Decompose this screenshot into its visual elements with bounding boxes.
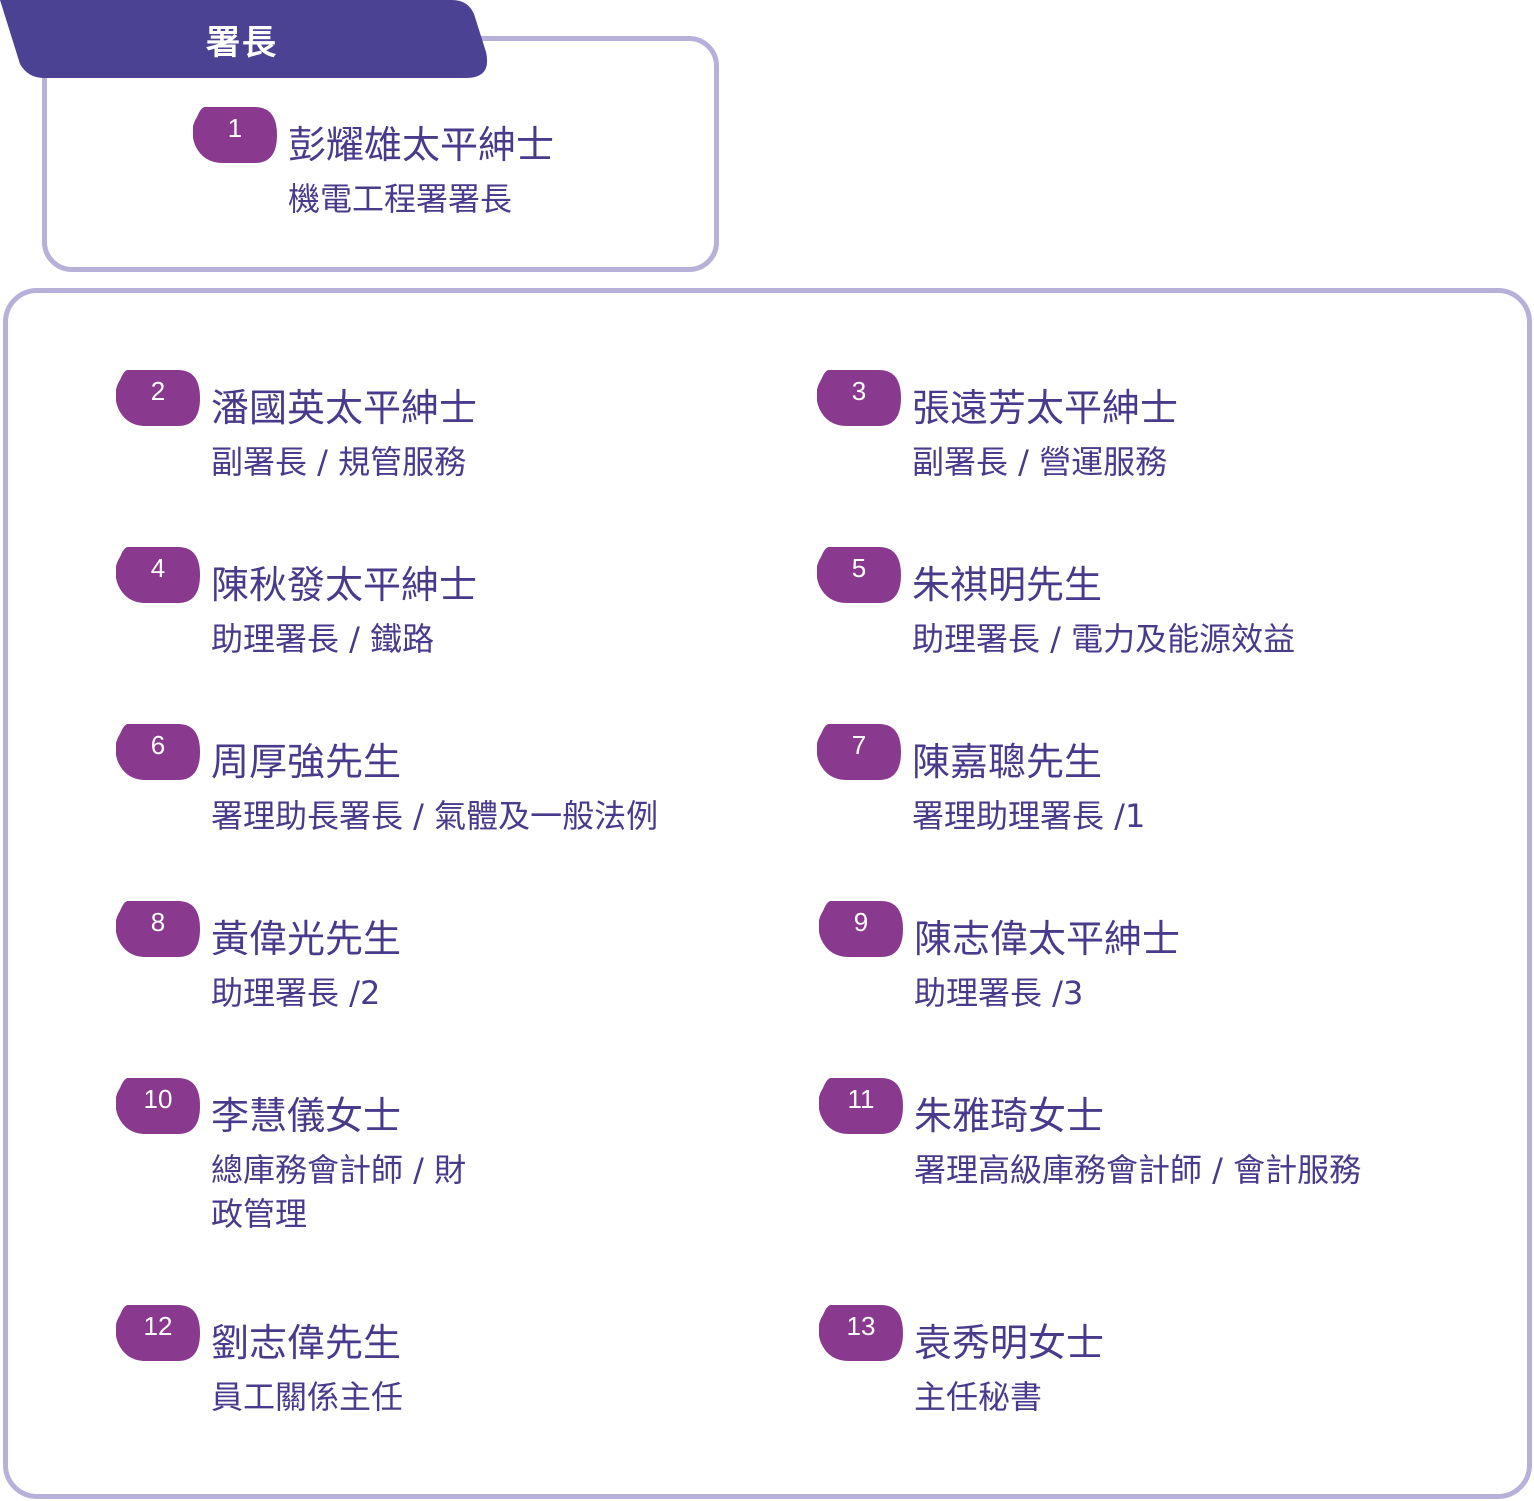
director-tab: 署長	[0, 0, 490, 80]
number-badge: 10	[116, 1078, 200, 1134]
badge-number: 8	[150, 907, 166, 937]
number-badge: 9	[819, 901, 903, 957]
person-name: 陳秋發太平紳士	[211, 563, 478, 607]
person-title: 員工關係主任	[211, 1378, 404, 1416]
person-name: 朱祺明先生	[912, 563, 1103, 607]
person-name: 朱雅琦女士	[914, 1094, 1105, 1138]
person-title: 署理高級庫務會計師 / 會計服務	[914, 1151, 1362, 1189]
person-title: 主任秘書	[914, 1378, 1043, 1416]
person-title: 助理署長 / 電力及能源效益	[912, 620, 1296, 658]
badge-number: 12	[143, 1311, 173, 1341]
number-badge: 11	[819, 1078, 903, 1134]
person-name: 李慧儀女士	[211, 1094, 402, 1138]
person-name: 彭耀雄太平紳士	[288, 123, 555, 167]
person-name: 陳志偉太平紳士	[914, 917, 1181, 961]
person-title: 助理署長 /2	[211, 974, 381, 1012]
badge-number: 2	[150, 376, 166, 406]
person-name: 劉志偉先生	[211, 1321, 402, 1365]
team-box	[3, 288, 1532, 1499]
number-badge: 6	[116, 724, 200, 780]
number-badge: 3	[817, 370, 901, 426]
badge-number: 13	[846, 1311, 876, 1341]
badge-number: 5	[851, 553, 867, 583]
badge-number: 4	[150, 553, 166, 583]
number-badge: 2	[116, 370, 200, 426]
badge-number: 10	[143, 1084, 173, 1114]
person-name: 周厚強先生	[211, 740, 402, 784]
number-badge: 12	[116, 1305, 200, 1361]
badge-number: 6	[150, 730, 166, 760]
number-badge: 13	[819, 1305, 903, 1361]
person-title: 助理署長 /3	[914, 974, 1084, 1012]
person-title: 機電工程署署長	[288, 180, 513, 218]
person-title: 副署長 / 規管服務	[211, 443, 467, 481]
person-title: 署理助理署長 /1	[912, 797, 1146, 835]
badge-number: 9	[853, 907, 869, 937]
person-title: 助理署長 / 鐵路	[211, 620, 435, 658]
person-name: 袁秀明女士	[914, 1321, 1105, 1365]
person-name: 黃偉光先生	[211, 917, 402, 961]
director-tab-label: 署長	[206, 23, 278, 63]
badge-number: 7	[851, 730, 867, 760]
number-badge: 4	[116, 547, 200, 603]
number-badge: 5	[817, 547, 901, 603]
badge-number: 1	[227, 113, 243, 143]
person-name: 陳嘉聰先生	[912, 740, 1103, 784]
number-badge: 7	[817, 724, 901, 780]
number-badge: 8	[116, 901, 200, 957]
person-name: 潘國英太平紳士	[211, 386, 478, 430]
badge-number: 11	[847, 1084, 875, 1114]
person-name: 張遠芳太平紳士	[912, 386, 1179, 430]
badge-number: 3	[851, 376, 867, 406]
number-badge: 1	[193, 107, 277, 163]
person-title: 總庫務會計師 / 財政管理	[211, 1151, 467, 1233]
person-title: 署理助長署長 / 氣體及一般法例	[211, 797, 659, 835]
person-title: 副署長 / 營運服務	[912, 443, 1168, 481]
